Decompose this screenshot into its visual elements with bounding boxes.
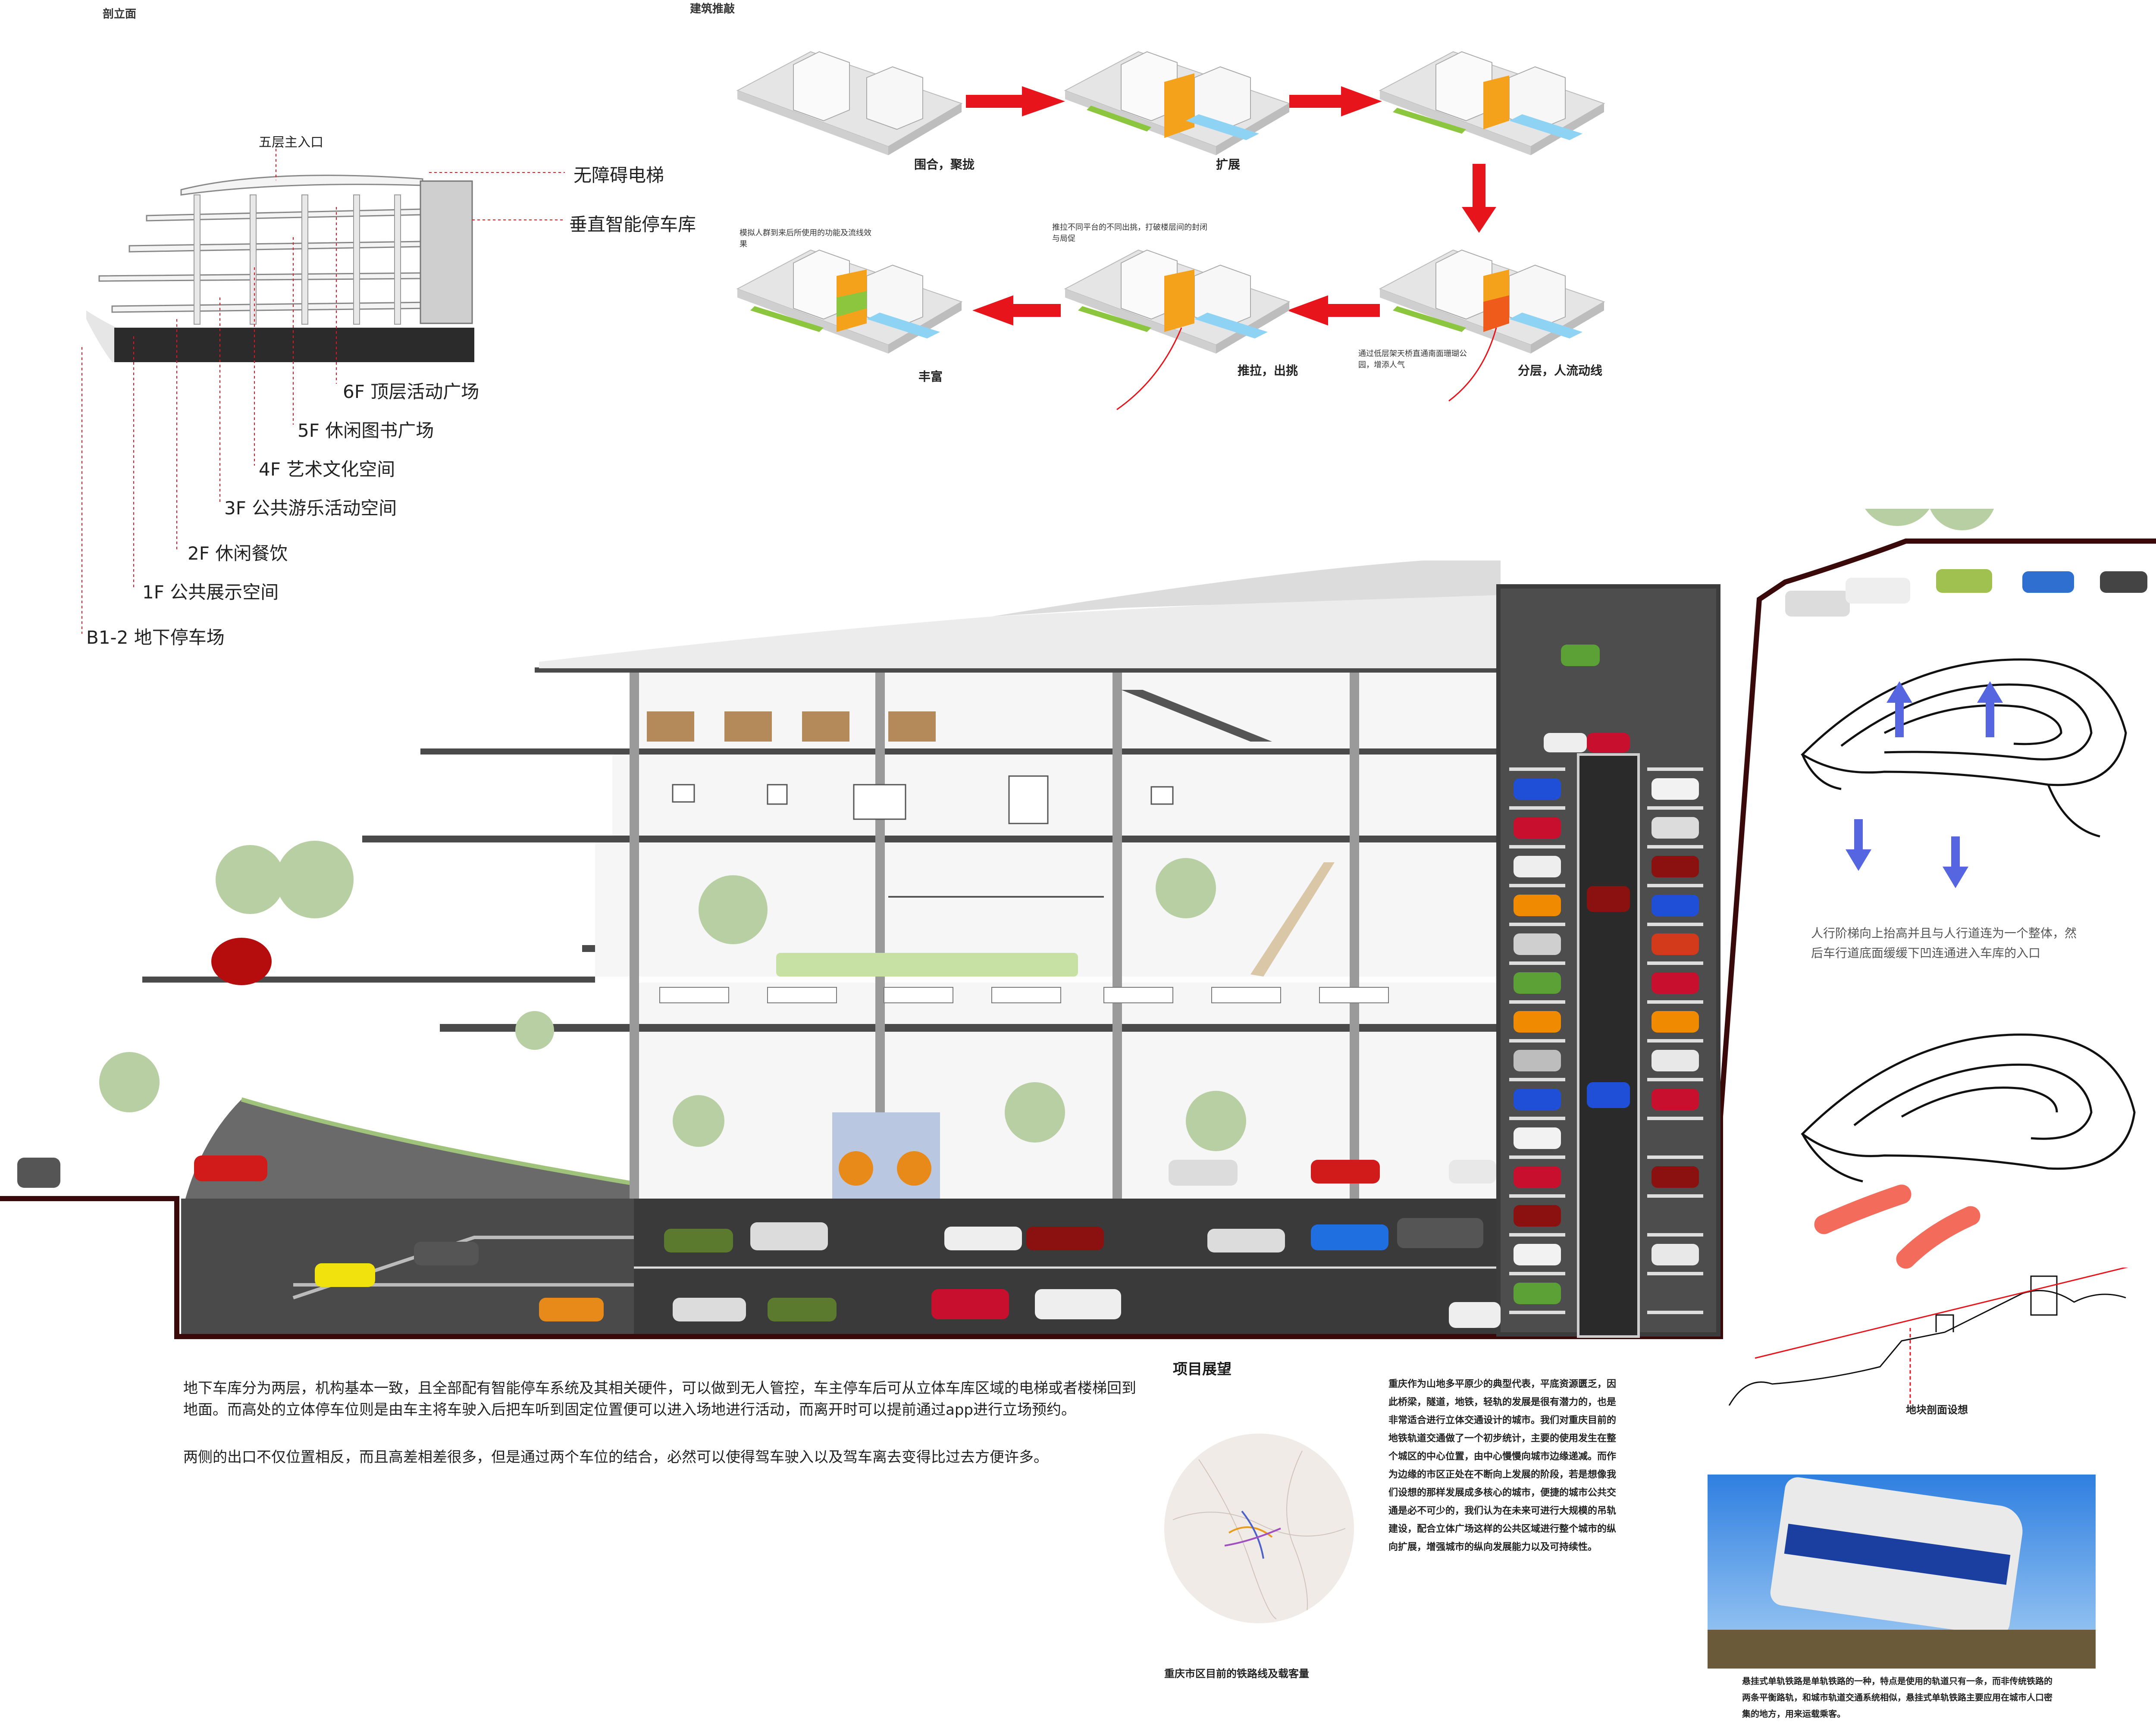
floor-b1-2: B1-2 地下停车场: [86, 627, 225, 648]
elevation-sketch: [81, 149, 565, 634]
main-section: [0, 509, 2156, 1339]
floor-4f: 4F 艺术文化空间: [259, 459, 395, 480]
step-note-3: 通过低层架天桥直通南面珊瑚公园，增添人气: [1358, 349, 1467, 369]
parking-paragraph-1: 地下车库分为两层，机构基本一致，且全部配有智能停车系统及其相关硬件，可以做到无人…: [183, 1380, 1136, 1418]
callout-elevator: 无障碍电梯: [573, 165, 664, 186]
outlook-title: 项目展望: [1173, 1361, 1232, 1378]
terrain-caption: 地块剖面设想: [1906, 1404, 1968, 1416]
step-note-5: 模拟人群到来后所使用的功能及流线效果: [740, 229, 871, 249]
terrain-sketch-bottom: [1801, 1033, 2136, 1269]
floor-6f: 6F 顶层活动广场: [343, 381, 479, 402]
parking-paragraph-2: 两侧的出口不仅位置相反，而且高差相差很多，但是通过两个车位的结合，必然可以使得驾…: [183, 1449, 1048, 1466]
step-label-2: 扩展: [1216, 157, 1241, 172]
step-label-4: 推拉，出挑: [1238, 363, 1298, 378]
derivation-diagrams: [737, 51, 1604, 410]
step-label-3: 分层，人流动线: [1518, 363, 1603, 378]
step-label-5: 丰富: [918, 369, 943, 384]
floor-5f: 5F 休闲图书广场: [298, 420, 434, 441]
outlook-text: 重庆作为山地多平原少的典型代表，平底资源匮乏，因此桥梁，隧道，地铁，轻轨的发展是…: [1388, 1379, 1617, 1553]
elevation-title: 剖立面: [103, 8, 137, 21]
derivation-title: 建筑推敲: [690, 3, 735, 16]
floor-2f: 2F 休闲餐饮: [188, 543, 288, 564]
entrance-label: 五层主入口: [259, 135, 323, 150]
terrain-sketch-top: [1801, 658, 2127, 888]
terrain-profile: [1728, 1268, 2128, 1406]
callout-parking: 垂直智能停车库: [569, 214, 696, 235]
sketch-note: 人行阶梯向上抬高并且与人行道连为一个整体，然后车行道底面缓缓下凹连通进入车库的入…: [1811, 926, 2077, 960]
monorail-photo: [1708, 1475, 2096, 1669]
step-note-4: 推拉不同平台的不同出挑，打破楼层间的封闭与局促: [1052, 223, 1207, 243]
railway-map: [1164, 1434, 1354, 1623]
floor-3f: 3F 公共游乐活动空间: [224, 498, 397, 519]
step-label-1: 围合，聚拢: [914, 157, 975, 172]
map-caption: 重庆市区目前的铁路线及载客量: [1164, 1668, 1309, 1680]
monorail-note: 悬挂式单轨铁路是单轨铁路的一种，特点是使用的轨道只有一条，而非传统铁路的两条平衡…: [1742, 1676, 2053, 1719]
floor-1f: 1F 公共展示空间: [142, 582, 279, 603]
